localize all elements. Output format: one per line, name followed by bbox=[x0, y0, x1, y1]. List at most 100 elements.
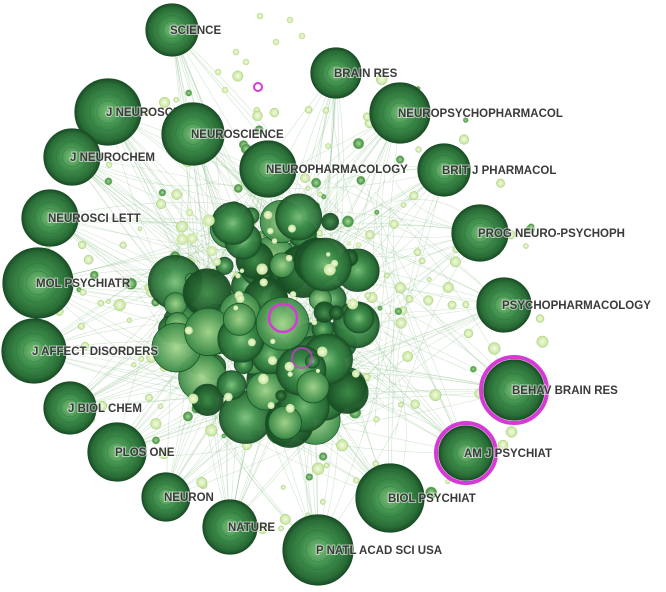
minor-node bbox=[442, 281, 454, 293]
journal-node[interactable]: J BIOL CHEM bbox=[43, 381, 143, 435]
minor-node bbox=[356, 175, 366, 185]
minor-node bbox=[425, 486, 438, 499]
cluster-node bbox=[287, 371, 293, 377]
minor-node bbox=[272, 38, 280, 46]
journal-node[interactable]: NEUROPSYCHOPHARMACOL bbox=[369, 82, 564, 144]
node-ring bbox=[208, 505, 252, 549]
minor-node bbox=[171, 189, 183, 200]
journal-node[interactable]: P NATL ACAD SCI USA bbox=[282, 514, 443, 586]
journal-node[interactable]: NEURON bbox=[141, 472, 215, 522]
journal-node[interactable]: J NEUROCHEM bbox=[43, 128, 156, 186]
node-label: NEUROSCI LETT bbox=[48, 213, 141, 225]
node-ring bbox=[34, 202, 66, 234]
journal-node[interactable]: NATURE bbox=[202, 499, 276, 555]
cluster-node bbox=[256, 263, 268, 275]
minor-node bbox=[364, 292, 371, 299]
cluster-node bbox=[311, 319, 318, 326]
cluster-node bbox=[184, 326, 193, 335]
minor-node bbox=[527, 223, 535, 231]
minor-node bbox=[322, 107, 330, 114]
cluster-node bbox=[275, 390, 287, 402]
journal-node[interactable]: NEUROSCI LETT bbox=[21, 189, 142, 247]
minor-node bbox=[377, 305, 383, 311]
minor-node bbox=[405, 295, 414, 303]
journal-node[interactable]: SCIENCE bbox=[145, 3, 222, 57]
minor-node bbox=[319, 498, 326, 505]
minor-node bbox=[141, 108, 150, 116]
minor-node bbox=[336, 439, 349, 452]
node-ring bbox=[106, 441, 128, 463]
minor-node bbox=[155, 198, 167, 210]
node-ring bbox=[25, 270, 51, 296]
journal-node[interactable]: NEUROPHARMACOLOGY bbox=[239, 140, 409, 198]
node-ring bbox=[49, 134, 95, 180]
minor-node bbox=[365, 230, 375, 240]
node-ring bbox=[55, 393, 85, 423]
journal-node[interactable]: BEHAV BRAIN RES bbox=[479, 355, 619, 425]
node-ring bbox=[305, 537, 331, 563]
minor-node bbox=[104, 177, 113, 186]
minor-node bbox=[325, 143, 331, 149]
journal-node[interactable]: PROG NEURO-PSYCHOPH bbox=[451, 204, 626, 262]
minor-node bbox=[458, 134, 470, 145]
node-ring bbox=[258, 159, 278, 179]
cluster-node bbox=[285, 403, 295, 413]
node-label: SCIENCE bbox=[170, 25, 221, 37]
node-ring bbox=[162, 20, 182, 40]
node-ring bbox=[298, 530, 338, 570]
minor-node bbox=[137, 226, 143, 232]
minor-node bbox=[221, 433, 227, 439]
minor-node bbox=[426, 276, 432, 282]
minor-node bbox=[158, 188, 167, 197]
minor-node bbox=[450, 256, 461, 268]
journal-node[interactable]: NEUROSCIENCE bbox=[161, 102, 285, 166]
journal-node[interactable]: BRAIN RES bbox=[310, 47, 399, 99]
minor-node bbox=[462, 301, 470, 309]
cluster-node bbox=[185, 208, 194, 217]
cluster-node bbox=[247, 338, 256, 347]
journal-node[interactable]: PLOS ONE bbox=[87, 422, 176, 482]
node-ring bbox=[444, 431, 488, 475]
node-circle bbox=[369, 82, 431, 144]
node-circle bbox=[282, 514, 354, 586]
node-ring bbox=[423, 149, 465, 191]
node-ring bbox=[220, 517, 240, 537]
journal-node[interactable]: J NEUROSCI bbox=[74, 78, 177, 146]
minor-node bbox=[496, 178, 506, 188]
journal-node[interactable]: BIOL PSYCHIAT bbox=[355, 463, 477, 533]
labeled-nodes: SCIENCE J NEUROSCI BRAIN RESNEUROPSYCHOPHA… bbox=[1, 3, 652, 586]
node-ring bbox=[429, 155, 459, 185]
node-ring bbox=[10, 255, 66, 311]
node-ring bbox=[60, 398, 80, 418]
minor-node bbox=[182, 411, 194, 422]
node-ring bbox=[321, 58, 351, 88]
minor-node bbox=[305, 473, 314, 481]
cluster-node bbox=[317, 346, 328, 357]
node-circle bbox=[141, 472, 191, 522]
journal-node[interactable]: MOL PSYCHIATR bbox=[2, 247, 132, 319]
journal-node[interactable]: PSYCHOPHARMACOLOGY bbox=[476, 277, 652, 333]
minor-node bbox=[353, 477, 360, 484]
cluster-node bbox=[321, 212, 340, 231]
minor-node bbox=[256, 12, 264, 20]
node-circle bbox=[21, 189, 79, 247]
minor-node bbox=[463, 328, 474, 339]
node-label: NATURE bbox=[228, 522, 275, 534]
journal-node[interactable]: AM J PSYCHIAT bbox=[434, 421, 553, 485]
node-ring bbox=[152, 483, 180, 511]
cluster-node bbox=[346, 241, 352, 246]
minor-node bbox=[505, 426, 518, 438]
journal-node[interactable]: BRIT J PHARMACOL bbox=[417, 143, 557, 197]
node-ring bbox=[488, 289, 520, 321]
minor-node bbox=[469, 365, 477, 373]
edge bbox=[317, 296, 392, 551]
node-ring bbox=[456, 443, 476, 463]
node-ring bbox=[49, 387, 91, 429]
minor-node bbox=[497, 439, 509, 451]
cluster-node bbox=[347, 298, 359, 310]
node-ring bbox=[157, 488, 175, 506]
journal-node[interactable]: J AFFECT DISORDERS bbox=[1, 318, 159, 384]
cluster-node bbox=[285, 254, 293, 262]
node-ring bbox=[378, 486, 402, 510]
node-circle bbox=[1, 318, 67, 384]
